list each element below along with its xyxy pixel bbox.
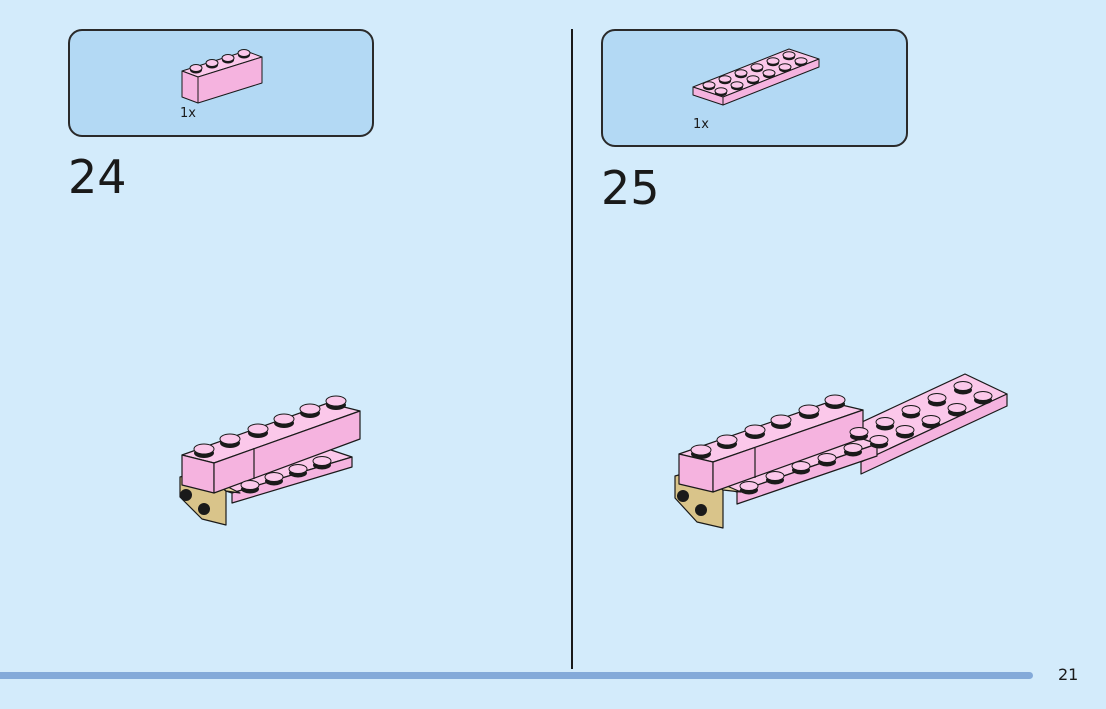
assembly-model-illustration <box>179 395 361 526</box>
step-number: 24 <box>68 150 127 204</box>
part-quantity: 1x <box>693 117 709 132</box>
parts-callout: 1x <box>68 29 374 137</box>
build-step-24: 1x 24 <box>0 0 572 670</box>
page-number: 21 <box>1058 665 1079 684</box>
assembly-model-illustration <box>674 373 1008 529</box>
pink-1x4-brick-icon <box>181 49 263 104</box>
parts-callout: 1x <box>601 29 908 147</box>
pink-2x6-plate-icon <box>692 48 820 106</box>
part-quantity: 1x <box>180 106 196 121</box>
build-step-25: 1x 25 <box>573 0 1106 670</box>
step-divider <box>571 29 573 669</box>
step-number: 25 <box>601 161 660 215</box>
page-footer-bar <box>0 672 1033 679</box>
